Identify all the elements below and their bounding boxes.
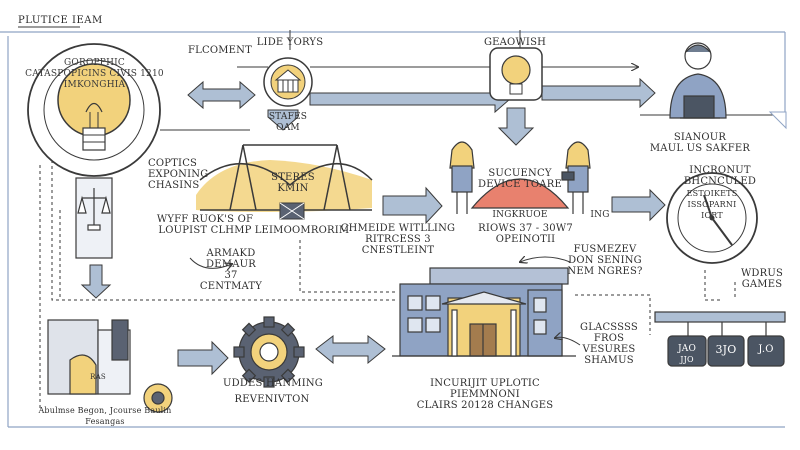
weight-3-label: J.O <box>758 344 774 355</box>
weight-1-sub: JJO <box>680 355 694 364</box>
bulb-ring-label: GOROPPHIC CATASPOPICINS CIVIS 1210 IMKON… <box>25 58 164 90</box>
weight-2-label: 3JO <box>715 343 737 356</box>
label-succency: SUCUENCY DEVICE TOARE <box>478 168 562 190</box>
diagram-title: PLUTICE IEAM <box>18 15 103 26</box>
label-revenivton: REVENIVTON <box>234 394 310 405</box>
label-abulmse: Abulmse Begon, Jcourse Baulin Fesangas <box>38 406 172 426</box>
label-uddes: UDDES HANMING <box>222 378 323 389</box>
bridge-icon <box>196 144 373 220</box>
businessman-icon <box>669 42 727 119</box>
label-flcoment: FLCOMENT <box>188 45 252 56</box>
pointer-arrows <box>189 257 581 346</box>
scales-pole-icon <box>75 177 113 259</box>
label-wyfe-rooks: WYFF RUOK'S OF LOUPIST CLHMP <box>156 214 254 236</box>
label-coptics: COPTICS EXPONING CHASINS <box>148 158 209 191</box>
label-incurepi: INCURIJIT UPLOTIC PIEMMNONI CLAIRS 20128… <box>416 378 554 411</box>
weights-bar-icon <box>654 311 786 367</box>
machine-books-label: RAS <box>90 373 106 381</box>
label-armakd: ARMAKD DEMAUR 37 CENTMATY <box>199 248 263 292</box>
label-leimoomrorim: LEIMOOMRORIM <box>254 225 350 236</box>
clock-icon <box>666 172 758 264</box>
block-arrows <box>80 77 666 376</box>
machine-icon <box>47 319 173 413</box>
label-ingkroce: INGKRUOE <box>492 210 548 220</box>
label-geaowish: GEAOWISH <box>483 37 547 48</box>
label-incronut: INCRONUT BHCNCULED <box>683 165 757 187</box>
gear-icon <box>233 316 305 388</box>
label-chmeide: CHMEIDE WITLLING RITRCESS 3 CNESTLEINT <box>340 223 456 256</box>
lightbulb-icon <box>489 47 543 101</box>
label-wdrus: WDRUS GAMES <box>740 268 784 290</box>
bulb-ring-icon <box>27 43 161 177</box>
label-glacsess: GLACSSSS FROS VESURES SHAMUS <box>580 322 638 366</box>
label-sianour: SIANOUR MAUL US SAKFER <box>649 132 751 154</box>
government-building-icon <box>392 267 576 357</box>
outer-frame <box>0 31 786 428</box>
label-rgows: RIOWS 37 - 30W7 OPEINOTII <box>478 223 573 245</box>
label-stafes-oam: STAFES OAM <box>268 112 308 133</box>
clock-ring-label: ESTOIKETS ISSOPARNI IORT <box>686 189 738 220</box>
label-lide-yorys: LIDE YORYS <box>256 37 324 48</box>
courthouse-badge-icon <box>263 57 313 107</box>
team-women-icon <box>449 141 591 214</box>
weight-1-label: JAO <box>677 344 697 354</box>
label-fusmezev: FUSMEZEV DON SENING NEM NGRES? <box>567 244 643 277</box>
label-steres: STERES KMIN <box>271 172 315 194</box>
dashed-connectors <box>39 160 736 410</box>
label-ing: ING <box>590 210 610 220</box>
